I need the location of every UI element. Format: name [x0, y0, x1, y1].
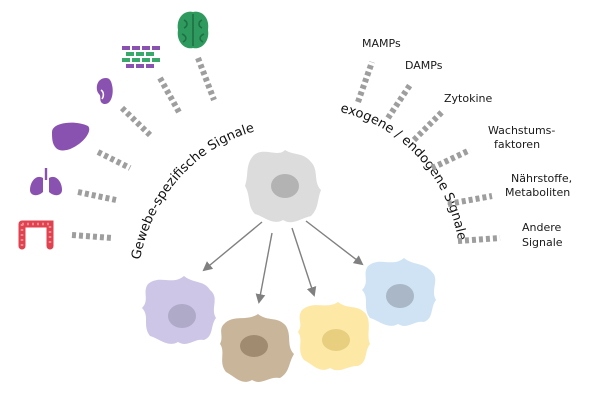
right-arc-label: exogene / endogene Signale — [339, 101, 469, 241]
label-zytokine: Zytokine — [444, 92, 492, 105]
connector-mamps — [355, 61, 375, 103]
label-damps: DAMPs — [405, 59, 443, 72]
arrow-to-yellow — [291, 227, 317, 297]
arrow-to-purple — [202, 221, 263, 272]
label-andere-2: Signale — [522, 236, 563, 249]
tissue-icon — [122, 46, 160, 68]
label-naehrstoffe-2: Metaboliten — [505, 186, 570, 199]
arrow-to-blue — [305, 220, 364, 266]
connector-brain — [195, 56, 217, 102]
connector-naehrstoffe — [447, 193, 493, 207]
liver-icon — [52, 122, 90, 151]
connector-lungs — [77, 189, 117, 203]
connector-intestine — [71, 232, 113, 241]
brain-icon — [177, 11, 209, 49]
left-connectors — [71, 56, 217, 241]
connector-andere — [457, 235, 501, 244]
connector-tissue — [157, 76, 183, 116]
label-andere-1: Andere — [522, 221, 562, 234]
connector-kidney — [119, 105, 153, 138]
left-arc-label: Gewebe-spezifische Signale — [129, 121, 256, 261]
connector-zytokine — [411, 109, 445, 143]
differentiation-arrows — [202, 220, 364, 304]
yellow-cell — [298, 302, 370, 371]
signal-labels: MAMPs DAMPs Zytokine Wachstums- faktoren… — [362, 37, 572, 249]
precursor-cell — [245, 150, 321, 223]
connector-liver — [96, 149, 132, 171]
brown-cell — [220, 314, 294, 382]
label-wachstum-2: faktoren — [494, 138, 540, 151]
purple-cell — [142, 276, 216, 344]
label-mamps: MAMPs — [362, 37, 401, 50]
connector-wachstum — [430, 147, 472, 171]
connector-damps — [385, 83, 413, 120]
intestine-icon — [18, 220, 54, 250]
label-wachstum-1: Wachstums- — [488, 124, 555, 137]
kidney-icon — [96, 78, 113, 105]
blue-cell — [362, 258, 436, 326]
right-connectors — [355, 61, 501, 244]
label-naehrstoffe-1: Nährstoffe, — [511, 172, 572, 185]
arrow-to-brown — [255, 232, 273, 304]
lungs-icon — [30, 168, 62, 196]
